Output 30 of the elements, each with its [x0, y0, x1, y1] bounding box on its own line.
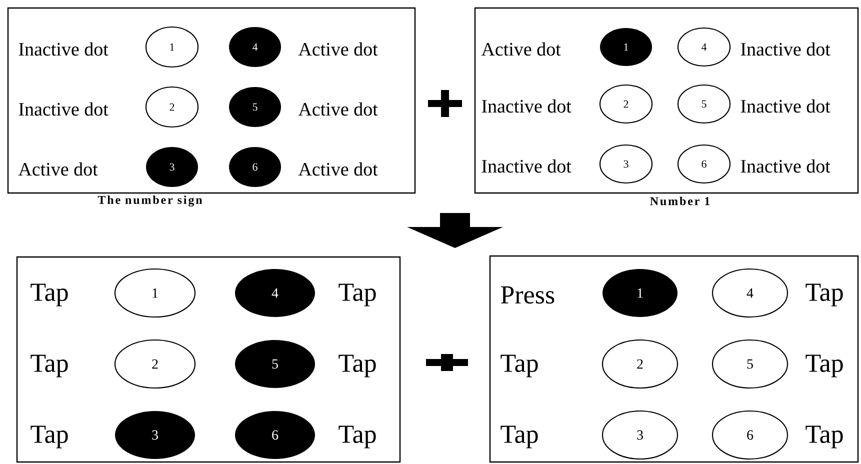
- dot-label: Tap: [30, 354, 68, 378]
- panel-box: [489, 255, 859, 463]
- dot-label: Tap: [806, 284, 843, 306]
- dot-label: Inactive dot: [18, 102, 108, 116]
- dot-label: Inactive dot: [482, 159, 572, 173]
- dot-label: Inactive dot: [740, 99, 830, 113]
- dot-label: Tap: [500, 426, 538, 448]
- dot-label: Inactive dot: [740, 159, 830, 173]
- dot-label: Active dot: [18, 162, 98, 176]
- dot-label: Tap: [338, 284, 376, 306]
- dot-label: Tap: [338, 354, 376, 378]
- dot-label: Inactive dot: [740, 42, 830, 56]
- dot-label: Tap: [338, 426, 376, 448]
- dot-label: Active dot: [481, 42, 561, 56]
- panel-box: [474, 7, 859, 194]
- dot-label: Active dot: [298, 42, 378, 56]
- dot-label: Inactive dot: [482, 99, 572, 113]
- dot-label: Tap: [30, 426, 68, 448]
- panel-caption: The number sign: [98, 196, 202, 206]
- panel-box: [16, 256, 401, 463]
- dot-label: Inactive dot: [18, 42, 108, 56]
- dot-label: Tap: [500, 354, 538, 378]
- dot-label: Active dot: [298, 162, 378, 176]
- dot-label: Tap: [806, 354, 843, 378]
- dot-label: Tap: [30, 284, 68, 306]
- dot-label: Press: [500, 286, 554, 304]
- dot-label: Tap: [806, 426, 843, 448]
- panel-caption: Number 1: [650, 196, 710, 206]
- dot-label: Active dot: [298, 102, 378, 116]
- panel-box: [7, 7, 416, 194]
